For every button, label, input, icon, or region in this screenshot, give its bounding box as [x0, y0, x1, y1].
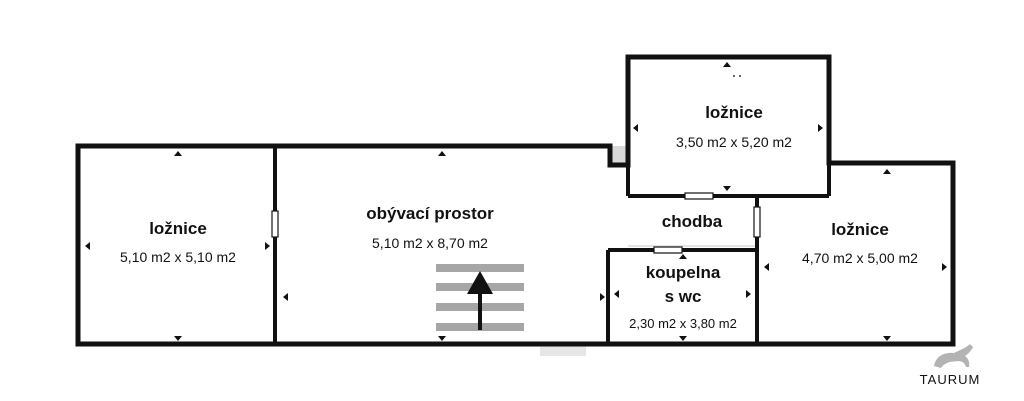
- room-name-bathroom-line1: koupelna: [646, 263, 721, 282]
- dimension-ticks: [85, 62, 947, 341]
- room-name-bedroom-right: ložnice: [831, 220, 889, 239]
- door-markers: [271, 192, 761, 254]
- room-name-bathroom-line2: s wc: [665, 287, 702, 306]
- room-size-bedroom-left: 5,10 m2 x 5,10 m2: [120, 249, 236, 265]
- room-size-bedroom-top: 3,50 m2 x 5,20 m2: [676, 134, 792, 150]
- room-size-bedroom-right: 4,70 m2 x 5,00 m2: [802, 250, 918, 266]
- bull-icon: [934, 344, 973, 368]
- room-name-living: obývací prostor: [366, 204, 494, 223]
- door-marker: [753, 206, 761, 238]
- wall-gap-shade: [610, 146, 628, 166]
- logo-text: TAURUM: [920, 372, 981, 387]
- small-marks: [733, 75, 741, 77]
- room-name-bedroom-top: ložnice: [705, 103, 763, 122]
- interior-walls: [273, 146, 831, 344]
- door-marker: [271, 210, 279, 238]
- room-size-bathroom: 2,30 m2 x 3,80 m2: [629, 316, 737, 331]
- room-name-hallway: chodba: [662, 212, 723, 231]
- room-name-bedroom-left: ložnice: [149, 219, 207, 238]
- outer-walls: [75, 54, 956, 347]
- door-marker: [684, 192, 714, 200]
- room-size-living: 5,10 m2 x 8,70 m2: [372, 235, 488, 251]
- entrance-shade: [540, 344, 586, 356]
- stairs-arrow-up-icon: [436, 264, 524, 331]
- door-marker: [653, 246, 683, 254]
